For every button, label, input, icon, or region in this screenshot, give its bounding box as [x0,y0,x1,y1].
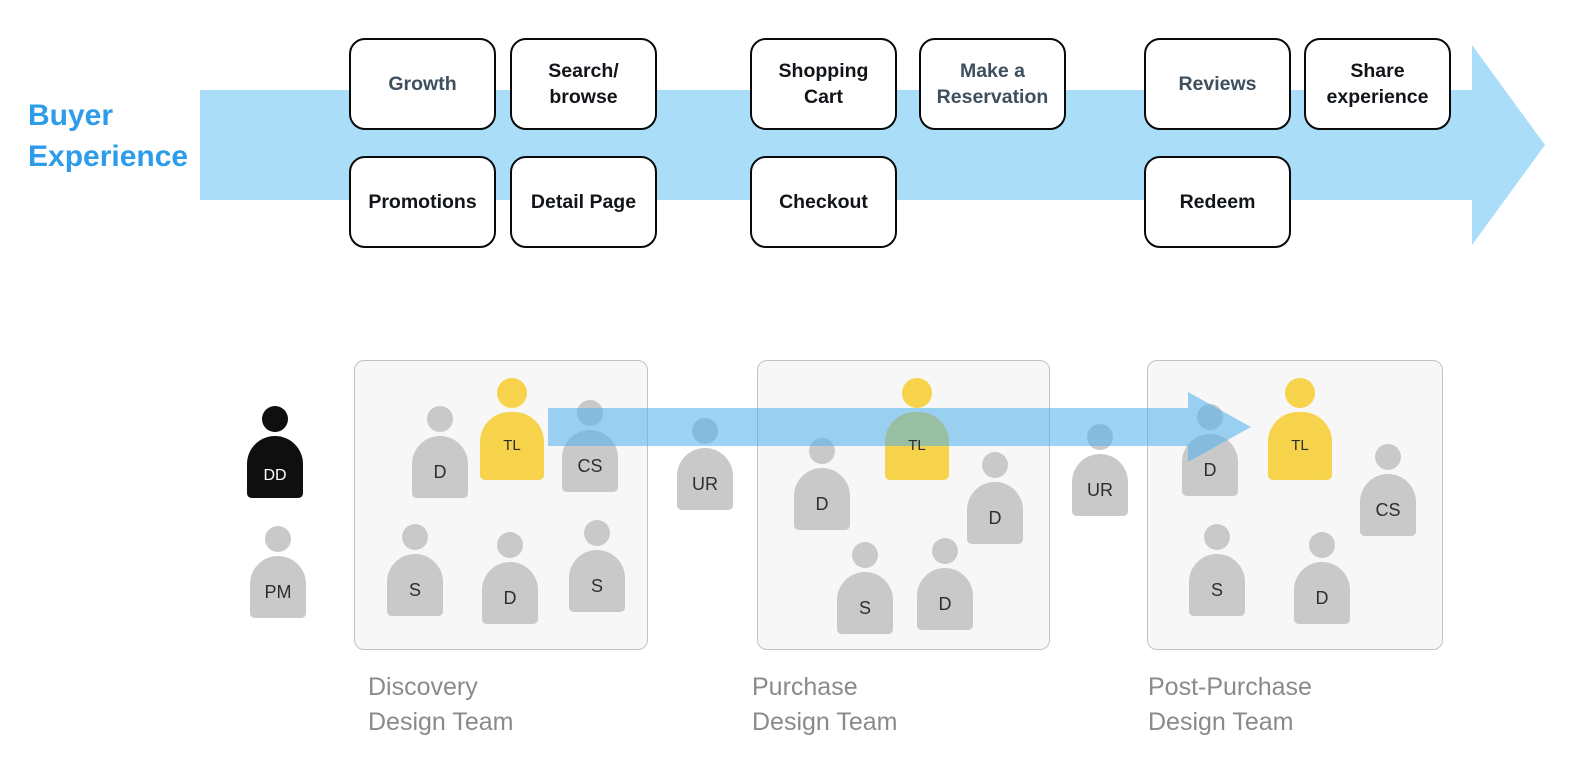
team-caption-purchase: Purchase Design Team [752,673,898,736]
person-content-strategist: CS [1356,444,1420,536]
person-label: D [433,462,447,482]
person-product-manager: PM [246,526,310,618]
stage-make-a-reservation: Make a Reservation [919,38,1066,130]
person-label: PM [264,582,292,602]
person-label: D [1315,588,1329,608]
person-design-director: DD [243,406,307,498]
person-designer: D [1290,532,1354,624]
stage-label: Checkout [779,190,868,213]
person-label: TL [503,437,521,454]
diagram-title: Buyer Experience [28,99,189,173]
person-label: D [1203,460,1217,480]
person-label: S [590,576,603,596]
person-label: S [408,580,421,600]
person-label: CS [577,456,603,476]
stage-label: Promotions [368,190,477,213]
person-label: D [815,494,829,514]
stage-label: Shopping Cart [778,59,869,108]
person-designer: D [478,532,542,624]
person-designer: D [913,538,977,630]
stage-label: Share experience [1326,59,1429,108]
person-label: UR [1087,480,1113,500]
person-designer: D [963,452,1027,544]
person-label: S [858,598,871,618]
stage-share-experience: Share experience [1304,38,1451,130]
person-label: TL [908,437,926,454]
person-team-lead: TL [476,378,548,480]
person-label: S [1210,580,1223,600]
stage-label: Make a Reservation [936,59,1049,108]
stage-checkout: Checkout [750,156,897,248]
person-label: D [988,508,1002,528]
stage-label: Reviews [1178,72,1257,95]
person-label: TL [1291,437,1309,454]
person-specialist: S [565,520,629,612]
stage-growth: Growth [349,38,496,130]
stage-label: Redeem [1179,190,1256,213]
stage-label: Detail Page [530,190,637,213]
stage-shopping-cart: Shopping Cart [750,38,897,130]
person-specialist: S [833,542,897,634]
person-label: D [503,588,517,608]
stage-promotions: Promotions [349,156,496,248]
stage-label: Search/ browse [548,59,619,108]
person-label: D [938,594,952,614]
person-specialist: S [1185,524,1249,616]
person-team-lead: TL [1264,378,1336,480]
stage-reviews: Reviews [1144,38,1291,130]
person-label: UR [692,474,718,494]
stage-detail-page: Detail Page [510,156,657,248]
person-designer: D [408,406,472,498]
person-specialist: S [383,524,447,616]
stage-label: Growth [388,72,457,95]
person-label: CS [1375,500,1401,520]
team-handoff-arrow [548,392,1251,462]
team-caption-post-purchase: Post-Purchase Design Team [1148,673,1312,736]
person-label: DD [263,467,287,484]
team-caption-discovery: Discovery Design Team [368,673,514,736]
stage-redeem: Redeem [1144,156,1291,248]
stage-search-browse: Search/ browse [510,38,657,130]
